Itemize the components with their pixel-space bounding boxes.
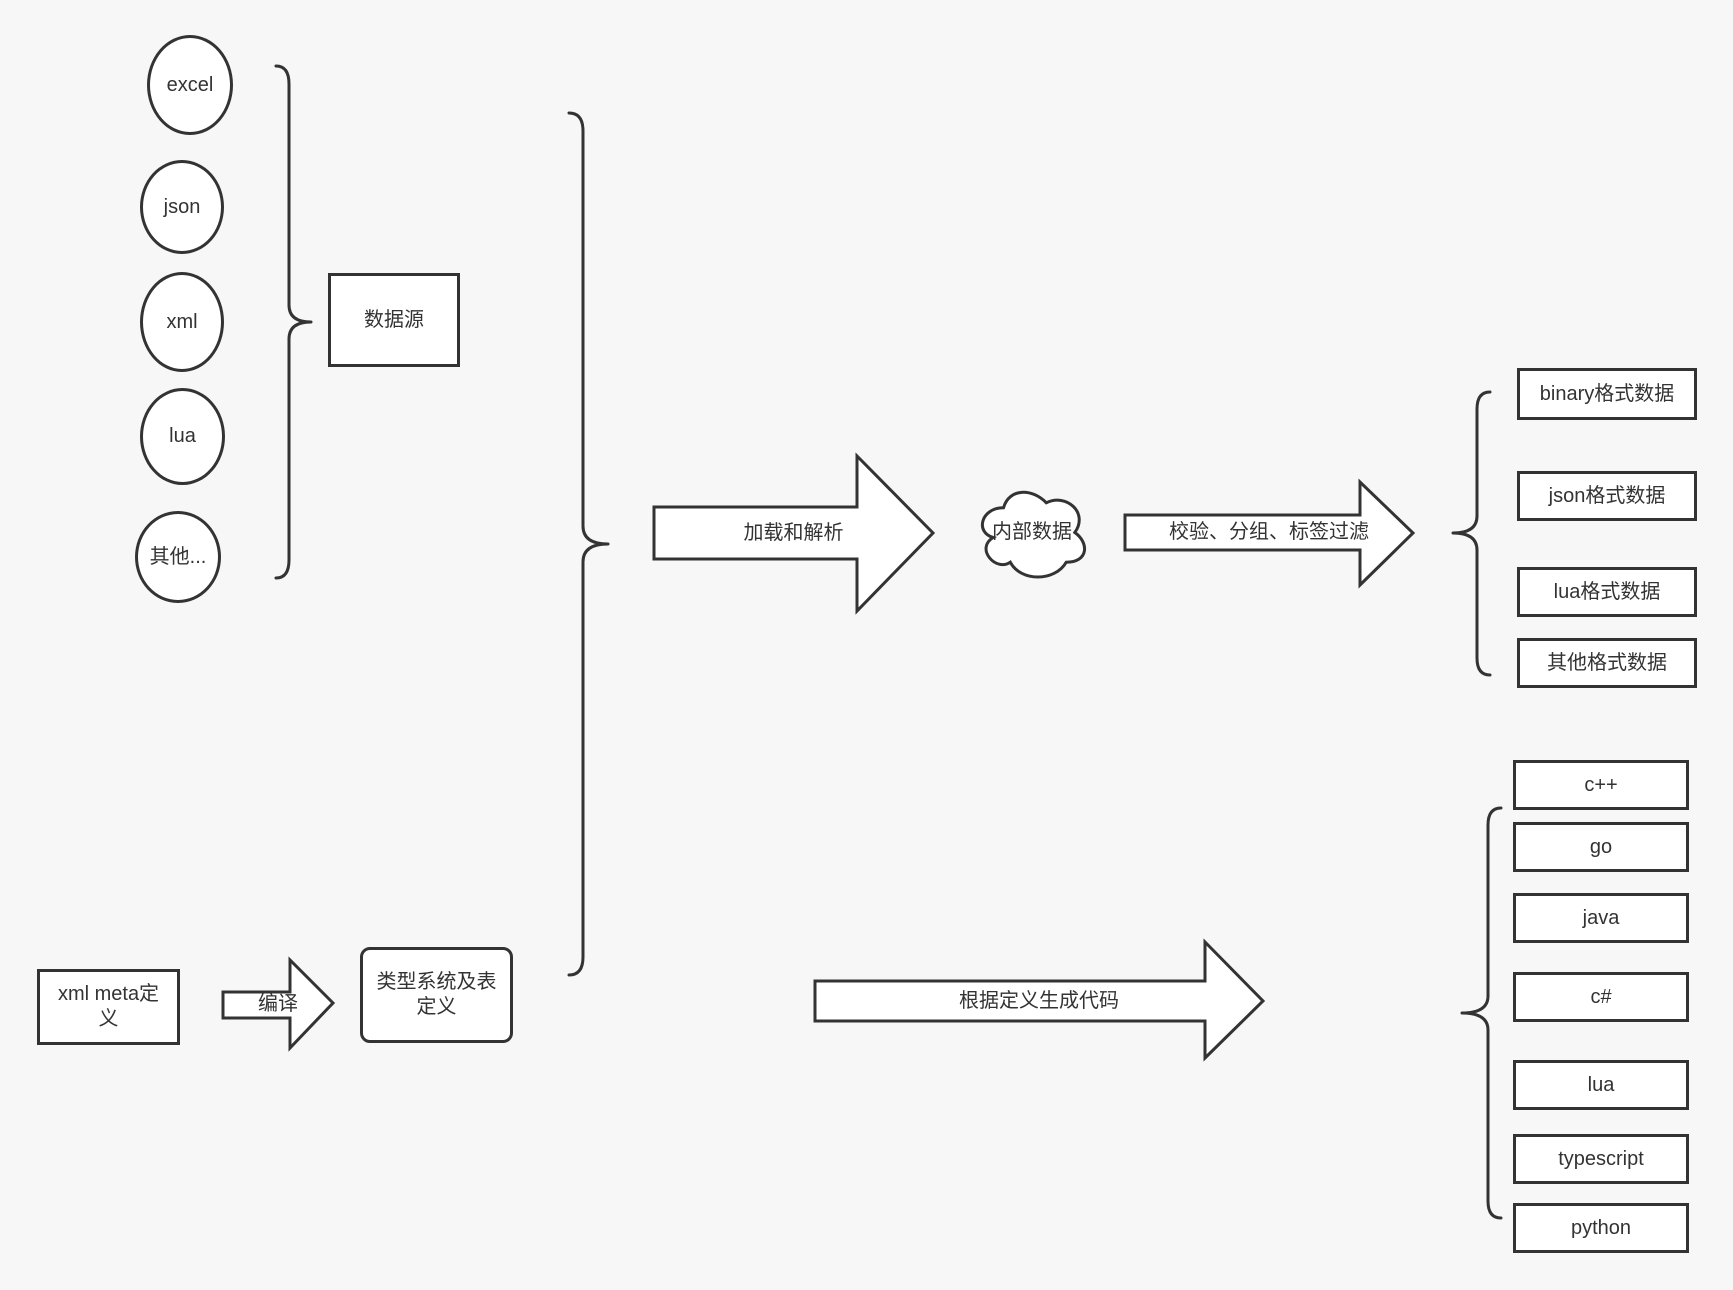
output-box-other: 其他格式数据 [1517, 638, 1697, 688]
compile-arrow [221, 956, 336, 1052]
source-ellipse-xml: xml [140, 272, 224, 372]
data-format-brace [1451, 390, 1492, 677]
source-ellipse-json: json [140, 160, 224, 254]
source-label: json [163, 195, 201, 218]
lang-box-python: python [1513, 1203, 1689, 1253]
lang-label: c++ [1584, 773, 1618, 796]
output-label: lua格式数据 [1553, 580, 1661, 603]
type-system-label: 类型系统及表定义 [376, 971, 497, 1018]
output-label: 其他格式数据 [1547, 651, 1667, 674]
source-label: 其他... [149, 545, 207, 568]
source-label: xml [166, 310, 198, 333]
source-ellipse-other: 其他... [135, 511, 221, 603]
lang-label: typescript [1558, 1147, 1644, 1170]
output-box-json: json格式数据 [1517, 471, 1697, 521]
internal-data-cloud-shape [981, 490, 1086, 579]
source-ellipse-lua: lua [140, 388, 225, 485]
data-source-box: 数据源 [328, 273, 460, 367]
lang-label: lua [1587, 1073, 1615, 1096]
sources-brace [274, 64, 313, 580]
filter-arrow [1123, 478, 1416, 589]
output-label: binary格式数据 [1539, 382, 1675, 405]
lang-label: python [1570, 1216, 1632, 1239]
lang-box-typescript: typescript [1513, 1134, 1689, 1184]
load-parse-arrow [652, 452, 936, 615]
language-brace [1460, 806, 1503, 1220]
lang-box-cpp: c++ [1513, 760, 1689, 810]
output-box-lua: lua格式数据 [1517, 567, 1697, 617]
lang-box-go: go [1513, 822, 1689, 872]
source-ellipse-excel: excel [147, 35, 233, 135]
lang-box-csharp: c# [1513, 972, 1689, 1022]
data-source-label: 数据源 [364, 308, 424, 331]
source-label: lua [169, 425, 196, 447]
main-group-brace [567, 111, 610, 977]
lang-label: java [1582, 906, 1620, 929]
generate-code-arrow [813, 938, 1266, 1062]
output-label: json格式数据 [1548, 484, 1666, 507]
type-system-box: 类型系统及表定义 [360, 947, 513, 1043]
lang-label: go [1589, 835, 1613, 858]
source-label: excel [166, 73, 214, 96]
xml-meta-label: xml meta定义 [57, 983, 160, 1030]
lang-box-java: java [1513, 893, 1689, 943]
lang-label: c# [1590, 985, 1612, 1008]
lang-box-lua: lua [1513, 1060, 1689, 1110]
xml-meta-box: xml meta定义 [37, 969, 180, 1045]
output-box-binary: binary格式数据 [1517, 368, 1697, 420]
